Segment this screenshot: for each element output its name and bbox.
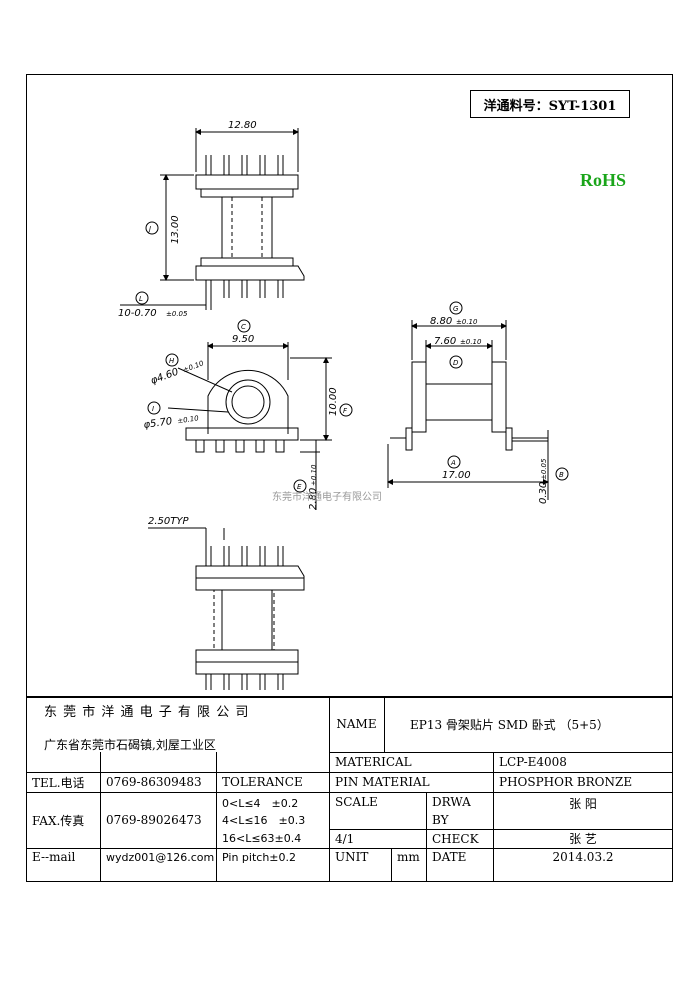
pin-material-label: PIN MATERIAL <box>335 775 430 789</box>
drawn-by: 张 阳 <box>569 796 597 811</box>
dim-overall-length: 17.00 <box>442 470 471 481</box>
callout-f: F <box>343 407 348 415</box>
tel-label: TEL.电话 <box>32 775 85 790</box>
rohs-mark: RoHS <box>580 170 627 190</box>
dim-height: 13.00 <box>170 215 181 244</box>
dim-hole-dia: φ4.60 <box>149 367 180 387</box>
dim-flange-dia: φ5.70 <box>143 416 173 431</box>
callout-d: D <box>453 359 459 367</box>
dim-inner-width-tol: ±0.10 <box>460 338 482 346</box>
date-label: DATE <box>432 850 467 864</box>
dim-lead-thickness-tol: ±0.05 <box>540 458 548 480</box>
dim-inner-width: 7.60 <box>434 336 456 347</box>
dim-pitch: 2.50TYP <box>148 516 189 527</box>
dim-lead-thickness: 0.30 <box>538 482 549 504</box>
material-label: MATERICAL <box>335 755 412 769</box>
dim-flange-dia-tol: ±0.10 <box>177 414 200 425</box>
right-view <box>387 301 569 500</box>
bottom-view <box>148 527 305 690</box>
unit-value: mm <box>397 850 420 864</box>
scale-label: SCALE <box>335 795 378 809</box>
dim-side-height: 10.00 <box>328 387 339 416</box>
side-view <box>147 319 353 510</box>
dim-hole-dia-tol: ±0.10 <box>182 359 205 374</box>
callout-a: A <box>450 459 456 467</box>
company-address: 广东省东莞市石碣镇,刘屋工业区 <box>44 737 216 752</box>
dim-standoff: 2.80 <box>308 488 319 510</box>
tolerance-1: 0<L≤4 ±0.2 <box>222 796 299 810</box>
email-label: E--mail <box>32 850 76 864</box>
dim-body-width: 9.50 <box>232 334 254 345</box>
tel-value: 0769-86309483 <box>106 775 202 789</box>
checked-by: 张 艺 <box>569 832 597 846</box>
part-number: 洋通料号：SYT-1301 <box>470 90 630 118</box>
front-view <box>120 128 305 310</box>
drawing-frame <box>26 74 673 882</box>
callout-i: I <box>152 405 154 413</box>
by-label: BY <box>432 813 449 827</box>
tolerance-4: Pin pitch±0.2 <box>222 850 296 864</box>
unit-label: UNIT <box>335 850 369 864</box>
watermark: 东莞市洋通电子有限公司 <box>272 490 382 503</box>
company-name: 东 莞 市 洋 通 电 子 有 限 公 司 <box>44 704 250 720</box>
scale-value: 4/1 <box>335 831 355 846</box>
tolerance-2: 4<L≤16 ±0.3 <box>222 813 306 827</box>
material-value: LCP-E4008 <box>499 755 567 769</box>
email-value: wydz001@126.com <box>106 850 215 864</box>
date-value: 2014.03.2 <box>552 850 614 864</box>
name-label: NAME <box>336 717 377 731</box>
callout-h: H <box>169 357 175 365</box>
part-name: EP13 骨架贴片 SMD 卧式 （5+5） <box>410 717 609 732</box>
dim-flange-width-tol: ±0.10 <box>456 318 478 326</box>
callout-j: J <box>147 225 151 233</box>
tolerance-3: 16<L≤63±0.4 <box>222 831 302 845</box>
dim-pin-size: 10-0.70 <box>118 308 157 319</box>
callout-l: L <box>139 295 143 303</box>
callout-e: E <box>297 483 302 491</box>
dim-flange-width: 8.80 <box>430 316 452 327</box>
callout-c: C <box>241 323 246 331</box>
callout-g: G <box>453 305 459 313</box>
dim-standoff-tol: ±0.10 <box>310 464 318 486</box>
dim-pin-size-tol: ±0.05 <box>166 310 188 318</box>
dim-top-width: 12.80 <box>228 120 257 131</box>
fax-value: 0769-89026473 <box>106 813 202 827</box>
technical-drawing: 12.80 13.00 10-0.70 ±0.05 9.50 φ4.60 ±0.… <box>118 120 569 690</box>
drwa-label: DRWA <box>432 795 471 809</box>
fax-label: FAX.传真 <box>32 813 85 828</box>
title-block: 东 莞 市 洋 通 电 子 有 限 公 司 广东省东莞市石碣镇,刘屋工业区 NA… <box>26 696 673 882</box>
callout-b: B <box>559 471 564 479</box>
pin-material-value: PHOSPHOR BRONZE <box>499 775 633 789</box>
check-label: CHECK <box>432 831 479 846</box>
tolerance-label: TOLERANCE <box>222 775 303 789</box>
